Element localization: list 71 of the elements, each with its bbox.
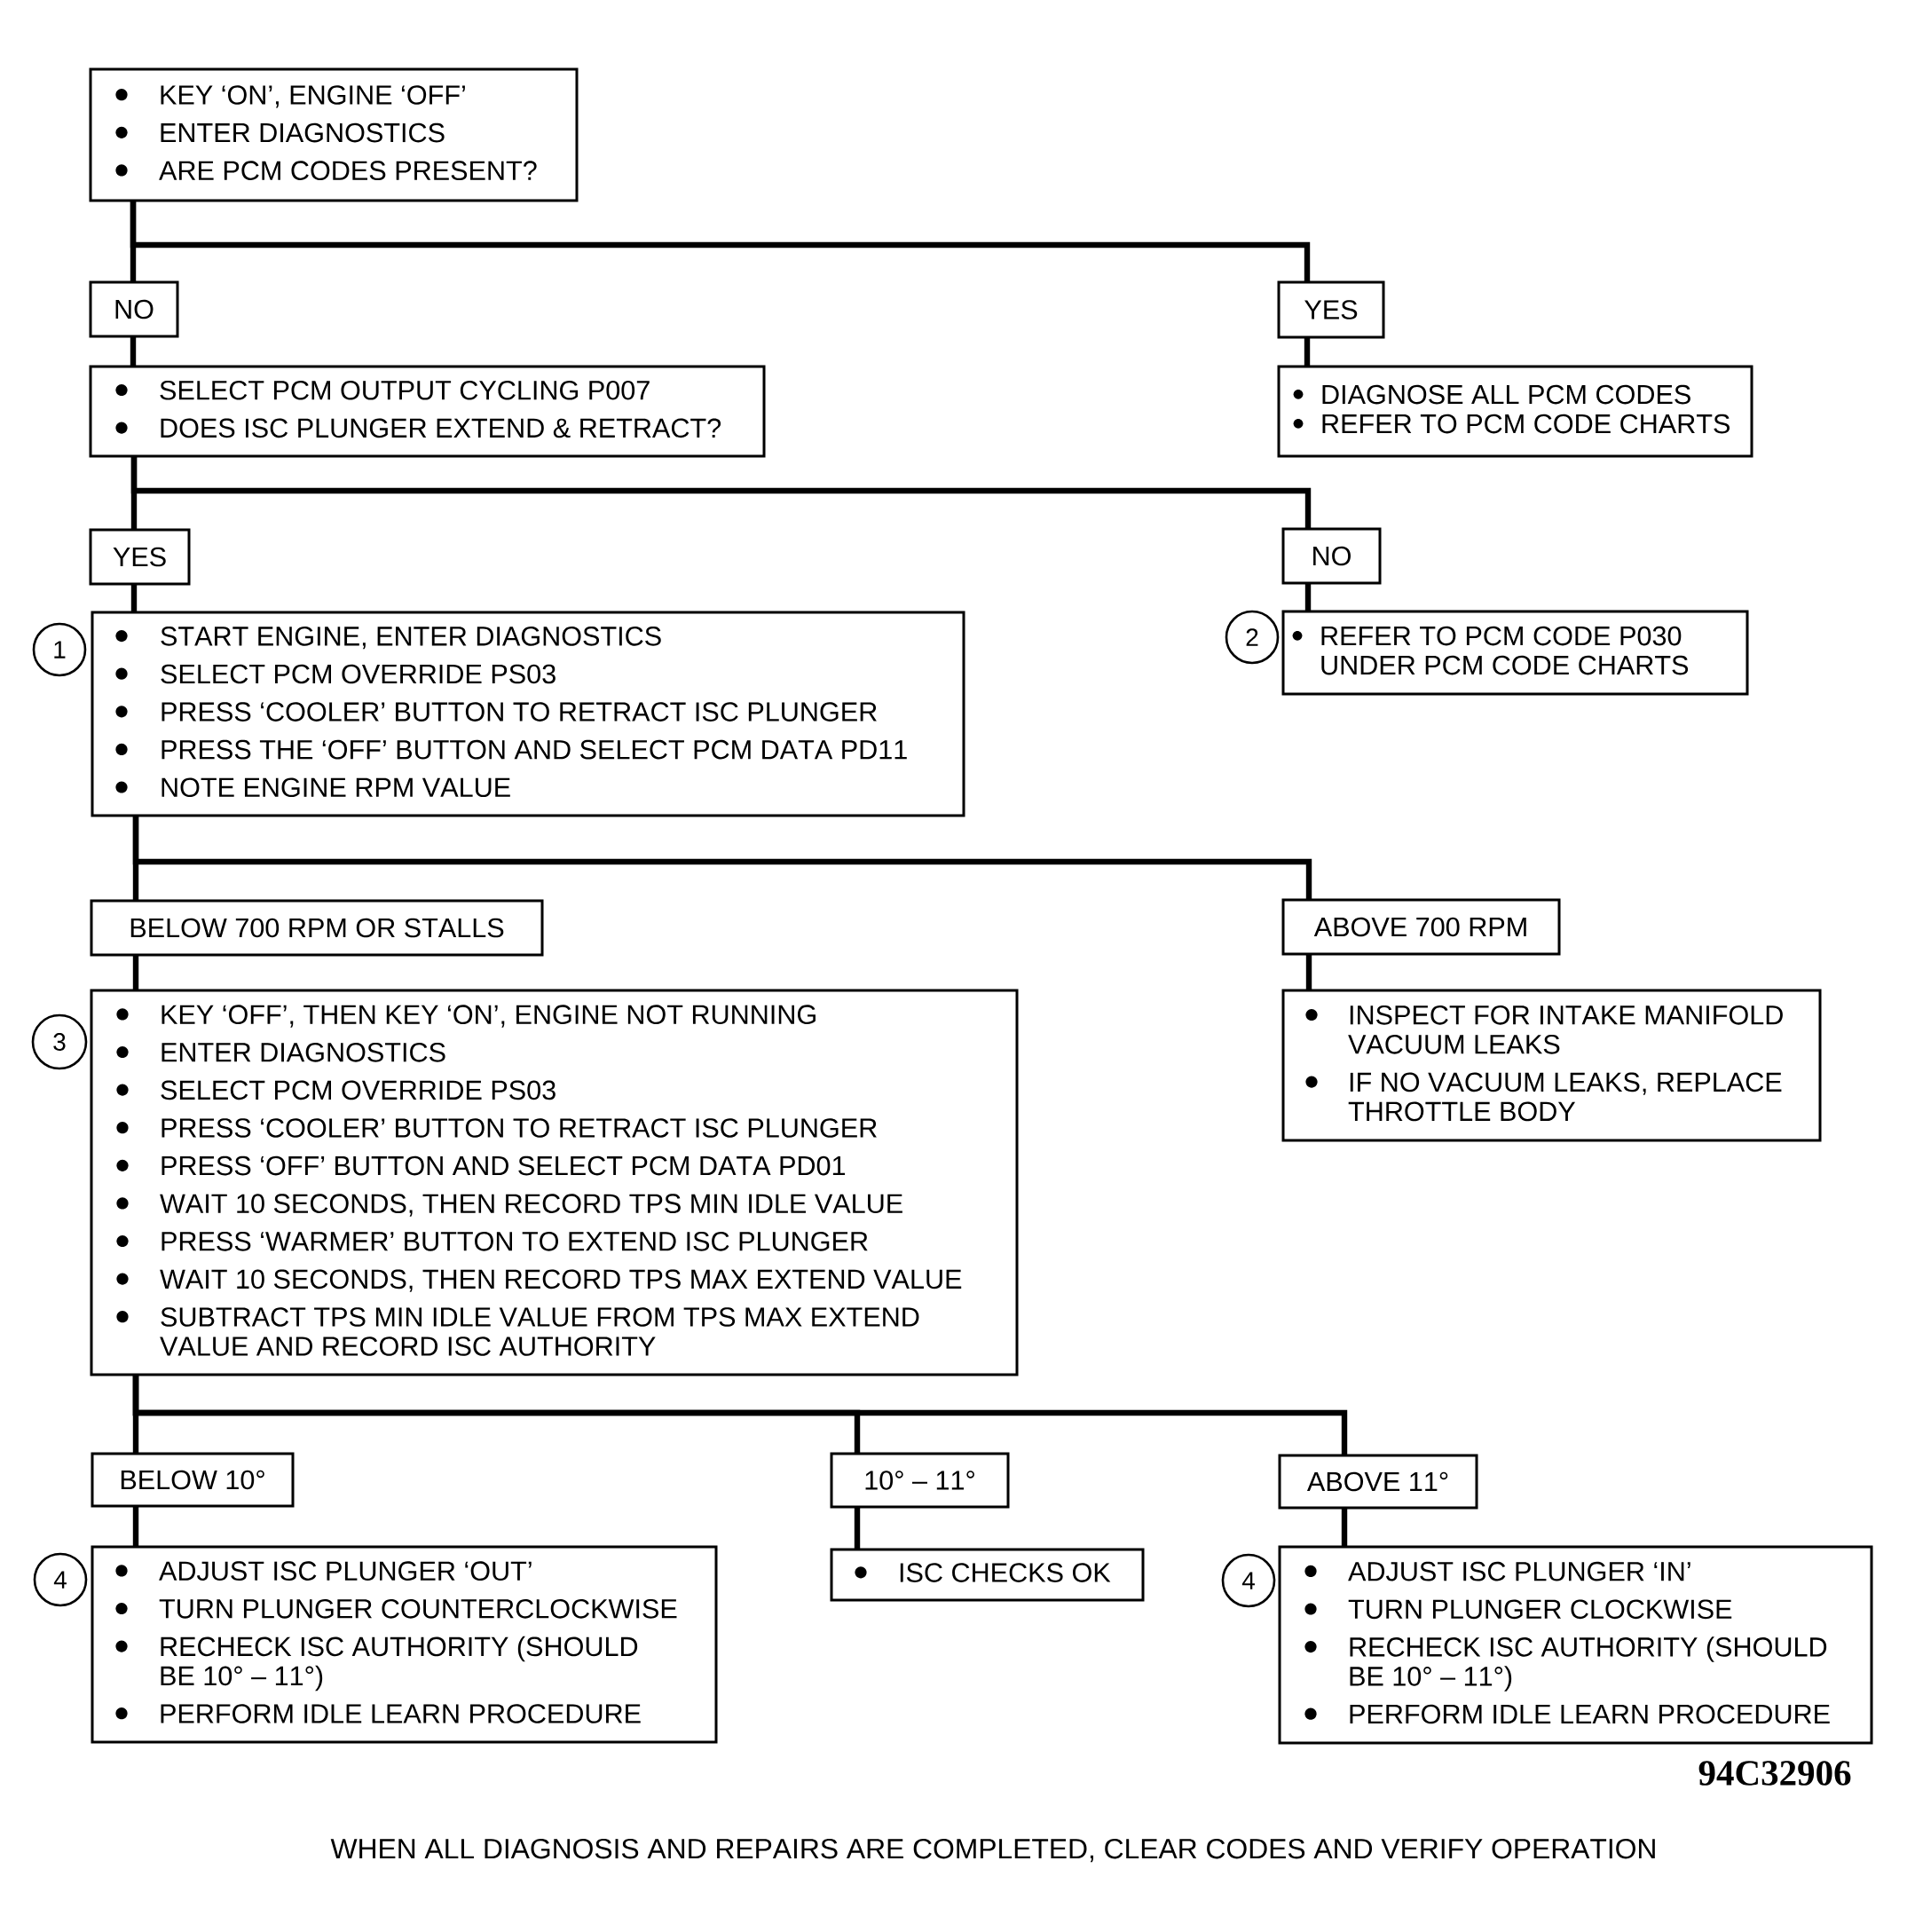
connector-line (132, 1506, 139, 1547)
step-text: KEY ‘OFF’, THEN KEY ‘ON’, ENGINE NOT RUNNING (162, 1005, 816, 1028)
step-text: ARE PCM CODES PRESENT? (159, 161, 537, 180)
step-text: START ENGINE, ENTER DIAGNOSTICS (161, 627, 661, 650)
connector-line (130, 584, 138, 612)
step-text: KEY ‘ON’, ENGINE ‘OFF’ (161, 85, 465, 108)
step-box (1278, 1545, 1873, 1745)
step-text: ADJUST ISC PLUNGER ‘OUT’ (159, 1561, 532, 1581)
step-text: PERFORM IDLE LEARN PROCEDURE (1350, 1704, 1830, 1724)
step-text: SELECT PCM OUTPUT CYCLING P007 (160, 380, 650, 400)
step-text: DOES ISC PLUNGER EXTEND & RETRACT? (161, 418, 721, 438)
step-text: NOTE ENGINE RPM VALUE (162, 777, 510, 798)
step-text: IF NO VACUUM LEAKS, REPLACE THROTTLE BODY (1348, 1072, 1782, 1122)
step-text: WAIT 10 SECONDS, THEN RECORD TPS MAX EXTEND VALUE (160, 1269, 962, 1292)
condition-box: 10° – 11° (830, 1452, 1010, 1509)
callout-number: 4 (33, 1552, 88, 1607)
connector-line (1341, 1508, 1348, 1547)
callout-number: 1 (32, 622, 87, 677)
connector-line (130, 336, 137, 367)
connector-line (132, 816, 1312, 900)
step-text: ADJUST ISC PLUNGER ‘IN’ (1348, 1561, 1690, 1581)
step-box (90, 989, 1019, 1376)
step-text: PRESS ‘COOLER’ BUTTON TO RETRACT ISC PLUNGER (162, 702, 877, 722)
step-text: SELECT PCM OVERRIDE PS03 (161, 1080, 556, 1100)
step-text: ENTER DIAGNOSTICS (161, 122, 445, 143)
step-box (1281, 989, 1822, 1142)
connector-line (1305, 954, 1312, 990)
connector-line (130, 201, 1311, 282)
step-text: TURN PLUNGER COUNTERCLOCKWISE (159, 1598, 677, 1619)
step-box (1281, 610, 1749, 696)
step-box (89, 365, 766, 458)
step-text: REFER TO PCM CODE P030 UNDER PCM CODE CHARTS (1321, 626, 1689, 675)
step-box (89, 67, 579, 202)
step-text: PRESS ‘OFF’ BUTTON AND SELECT PCM DATA PD01 (162, 1155, 846, 1176)
connector-line (1304, 337, 1311, 367)
step-text: REFER TO PCM CODE CHARTS (1322, 414, 1730, 434)
step-text: TURN PLUNGER CLOCKWISE (1348, 1599, 1732, 1620)
condition-box: ABOVE 11° (1278, 1454, 1478, 1510)
connector-line (132, 1375, 1348, 1455)
step-text: DIAGNOSE ALL PCM CODES (1322, 384, 1690, 405)
step-text: ISC CHECKS OK (900, 1563, 1111, 1582)
connector-line (1304, 583, 1312, 611)
condition-box: BELOW 10° (91, 1452, 295, 1508)
step-text: RECHECK ISC AUTHORITY (SHOULD BE 10° – 11°) (1350, 1636, 1827, 1691)
condition-box: YES (89, 528, 191, 586)
step-text: PRESS ‘COOLER’ BUTTON TO RETRACT ISC PLUNGER (162, 1118, 877, 1138)
callout-number: 4 (1221, 1553, 1276, 1608)
condition-box: ABOVE 700 RPM (1281, 898, 1561, 956)
step-text: RECHECK ISC AUTHORITY (SHOULD BE 10° – 11°) (161, 1636, 638, 1691)
step-text: INSPECT FOR INTAKE MANIFOLD VACUUM LEAKS (1348, 1005, 1783, 1054)
condition-box: BELOW 700 RPM OR STALLS (90, 899, 544, 957)
connector-line (132, 955, 139, 990)
step-text: ENTER DIAGNOSTICS (162, 1042, 445, 1062)
condition-box: NO (1281, 527, 1382, 585)
callout-number: 2 (1225, 610, 1280, 665)
step-text: PERFORM IDLE LEARN PROCEDURE (161, 1704, 641, 1723)
step-box (91, 1545, 718, 1744)
step-box (1277, 365, 1753, 458)
step-box (830, 1548, 1145, 1602)
step-text: SELECT PCM OVERRIDE PS03 (161, 664, 556, 684)
step-box (91, 611, 965, 817)
footer-note: WHEN ALL DIAGNOSIS AND REPAIRS ARE COMPLETED, CLEAR CODES AND VERIFY OPERATION (330, 1838, 1655, 1863)
connector-line (130, 456, 1312, 529)
condition-box: YES (1277, 280, 1385, 339)
step-text: PRESS THE ‘OFF’ BUTTON AND SELECT PCM DATA PD11 (162, 739, 907, 760)
step-text: SUBTRACT TPS MIN IDLE VALUE FROM TPS MAX EXTEND VALUE AND RECORD ISC AUTHORITY (160, 1307, 919, 1356)
step-text: WAIT 10 SECONDS, THEN RECORD TPS MIN IDLE VALUE (160, 1194, 902, 1217)
connector-line (854, 1507, 861, 1550)
callout-number: 3 (31, 1013, 88, 1070)
step-text: PRESS ‘WARMER’ BUTTON TO EXTEND ISC PLUNGER (162, 1231, 868, 1251)
condition-box: NO (89, 280, 179, 338)
